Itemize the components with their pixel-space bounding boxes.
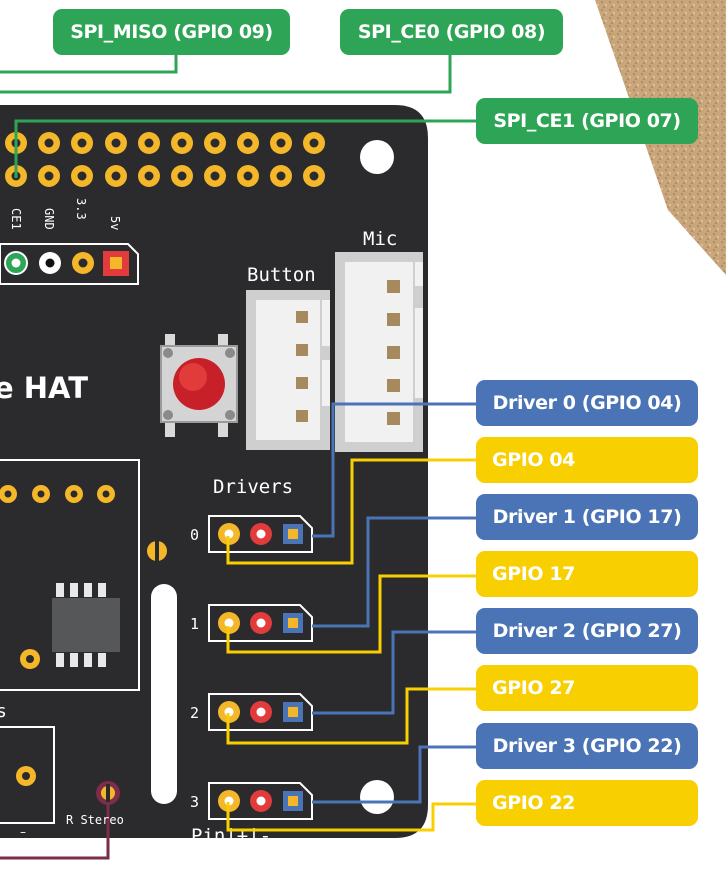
stereo-label: R Stereo [66, 813, 124, 827]
header-pad [71, 132, 93, 154]
component-letter: s [0, 701, 7, 722]
callout-driver1: Driver 1 (GPIO 17) [476, 494, 698, 540]
mounting-hole [360, 780, 394, 814]
mic-connector [335, 252, 423, 452]
driver-number: 0 [190, 526, 199, 544]
header-pad [38, 165, 60, 187]
orientation-pad-slot [155, 541, 159, 561]
header-pad [204, 165, 226, 187]
header-pad [237, 132, 259, 154]
callout-gpio04: GPIO 04 [476, 437, 698, 483]
callout-gpio22: GPIO 22 [476, 780, 698, 826]
callout-spi-ce0: SPI_CE0 (GPIO 08) [340, 9, 563, 55]
header-pad [204, 132, 226, 154]
driver-number: 1 [190, 615, 199, 633]
stereo-pad-slot [106, 784, 110, 802]
header-pad [303, 132, 325, 154]
push-button [161, 334, 237, 437]
header-pad [270, 132, 292, 154]
callout-gpio17: GPIO 17 [476, 551, 698, 597]
header-label-ce1: CE1 [9, 208, 23, 230]
board-slot [151, 584, 177, 804]
callout-spi-ce1: SPI_CE1 (GPIO 07) [476, 98, 698, 144]
button-connector [246, 290, 330, 450]
driver-number: 2 [190, 704, 199, 722]
header-pad [138, 132, 160, 154]
button-label: Button [247, 264, 316, 286]
pin-label: Pin|+|- [191, 825, 271, 847]
solder-pad-hole [26, 655, 34, 663]
callout-gpio27: GPIO 27 [476, 665, 698, 711]
header-pad [237, 165, 259, 187]
board-title: e HAT [0, 371, 88, 405]
header-pad [71, 165, 93, 187]
header-pad [105, 132, 127, 154]
header-label-3v3: 3.3 [74, 198, 88, 220]
header-pad [138, 165, 160, 187]
solder-pad-hole [22, 772, 30, 780]
driver-number: 3 [190, 793, 199, 811]
callout-spi-miso: SPI_MISO (GPIO 09) [53, 9, 290, 55]
header-pad [105, 165, 127, 187]
header-pad [38, 132, 60, 154]
header-pad [171, 132, 193, 154]
mounting-hole [360, 140, 394, 174]
callout-driver0: Driver 0 (GPIO 04) [476, 380, 698, 426]
minus-mark: – [20, 825, 26, 839]
header-label-5v: 5v [108, 216, 122, 230]
header-pad [303, 165, 325, 187]
pcb-board [0, 105, 428, 838]
header-label-gnd: GND [42, 208, 56, 230]
mic-label: Mic [363, 228, 397, 250]
header-pad [270, 165, 292, 187]
header-pad [171, 165, 193, 187]
callout-driver2: Driver 2 (GPIO 27) [476, 608, 698, 654]
callout-driver3: Driver 3 (GPIO 22) [476, 723, 698, 769]
drivers-label: Drivers [213, 476, 293, 498]
